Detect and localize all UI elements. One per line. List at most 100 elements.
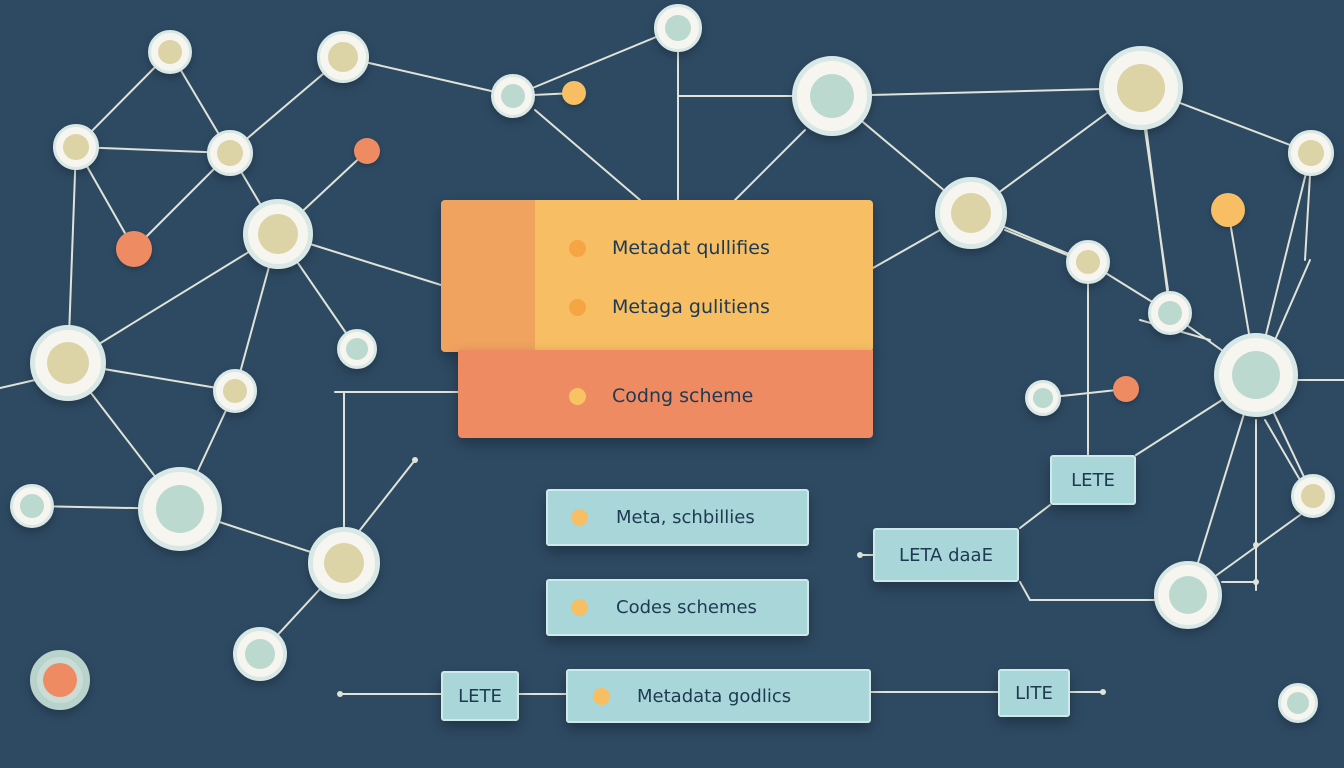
coding-scheme-item: Codng scheme <box>569 385 753 407</box>
leta-tag-label: LETA daaE <box>899 544 993 566</box>
line-endpoint <box>1253 542 1259 548</box>
node-core <box>324 543 364 583</box>
node-core <box>1033 388 1053 408</box>
node-core <box>1169 576 1207 614</box>
node-core <box>245 639 275 669</box>
network-node <box>207 130 253 176</box>
metadata-item-label: Metadat qullifies <box>612 237 770 259</box>
node-core <box>158 40 182 64</box>
network-node <box>308 527 380 599</box>
node-core <box>47 342 89 384</box>
network-node <box>1066 240 1110 284</box>
node-core <box>810 74 854 118</box>
node-core <box>1158 301 1182 325</box>
network-node <box>30 325 106 401</box>
node-core <box>156 485 204 533</box>
accent-dot <box>354 138 380 164</box>
network-node <box>1154 561 1222 629</box>
node-core <box>43 663 77 697</box>
metadata-item-2: Metaga gulitiens <box>569 296 770 318</box>
network-node <box>1278 683 1318 723</box>
network-node <box>935 177 1007 249</box>
node-core <box>1232 351 1280 399</box>
edge-line <box>1019 581 1031 601</box>
node-core <box>501 84 525 108</box>
node-core <box>258 214 298 254</box>
edge-line <box>1135 399 1223 456</box>
meta-box: Meta, schbillies <box>546 489 809 546</box>
leta-tag: LETA daaE <box>873 528 1019 582</box>
accent-dot <box>1211 193 1245 227</box>
edge-line <box>75 146 231 154</box>
node-core <box>951 193 991 233</box>
node-core <box>1298 140 1324 166</box>
codes-box: Codes schemes <box>546 579 809 636</box>
meta-box-label: Meta, schbillies <box>616 507 755 528</box>
bullet-icon <box>569 298 586 316</box>
bullet-icon <box>571 509 588 526</box>
network-node <box>1214 333 1298 417</box>
network-node <box>1288 130 1334 176</box>
edge-line <box>1264 419 1301 481</box>
network-node <box>792 56 872 136</box>
node-core <box>223 379 247 403</box>
node-core <box>1301 484 1325 508</box>
edge-line <box>734 129 806 201</box>
network-node <box>148 30 192 74</box>
network-node <box>243 199 313 269</box>
metadata-item-label: Metaga gulitiens <box>612 296 770 318</box>
network-node <box>491 74 535 118</box>
network-node <box>233 627 287 681</box>
node-core <box>665 15 691 41</box>
node-core <box>20 494 44 518</box>
edge-line <box>831 87 1142 97</box>
metadata-godlics-label: Metadata godlics <box>637 685 792 707</box>
edge-line <box>512 27 679 97</box>
metadata-godlics-box: Metadata godlics <box>566 669 871 723</box>
edge-line <box>1019 504 1051 529</box>
line-endpoint <box>337 691 343 697</box>
network-node <box>213 369 257 413</box>
line-endpoint <box>1253 579 1259 585</box>
network-node <box>53 124 99 170</box>
network-node <box>1025 380 1061 416</box>
bullet-icon <box>571 599 588 616</box>
network-node <box>1291 474 1335 518</box>
line-endpoint <box>412 457 418 463</box>
lete-tag-label: LETE <box>1071 469 1115 491</box>
lete-tag-bottom: LETE <box>441 671 519 721</box>
edge-line <box>309 243 442 286</box>
node-core <box>217 140 243 166</box>
node-core <box>1117 64 1165 112</box>
coding-scheme-panel: Codng scheme <box>458 350 873 438</box>
metadata-item-1: Metadat qullifies <box>569 237 770 259</box>
edge-line <box>1004 229 1068 256</box>
edge-line <box>534 109 641 201</box>
network-node <box>10 484 54 528</box>
lite-tag-label: LITE <box>1015 682 1053 704</box>
edge-line <box>0 379 36 389</box>
node-core <box>1287 692 1309 714</box>
edge-line <box>342 56 514 97</box>
line-endpoint <box>857 552 863 558</box>
lite-tag: LITE <box>998 669 1070 717</box>
bullet-icon <box>569 239 586 257</box>
line-endpoint <box>1100 689 1106 695</box>
node-core <box>346 338 368 360</box>
node-core <box>328 42 358 72</box>
accent-dot <box>562 81 586 105</box>
metadata-panel: Metadat qullifies Metaga gulitiens <box>441 200 873 352</box>
network-node <box>1099 46 1183 130</box>
network-node <box>1148 291 1192 335</box>
edge-line <box>67 233 279 364</box>
edge-line <box>1304 174 1311 261</box>
lete-tag-label: LETE <box>458 685 502 707</box>
edge-line <box>359 459 416 531</box>
edge-line <box>1144 129 1169 291</box>
codes-box-label: Codes schemes <box>616 597 757 618</box>
bullet-icon <box>569 387 586 405</box>
network-node <box>138 467 222 551</box>
node-core <box>63 134 89 160</box>
accent-dot <box>1113 376 1139 402</box>
